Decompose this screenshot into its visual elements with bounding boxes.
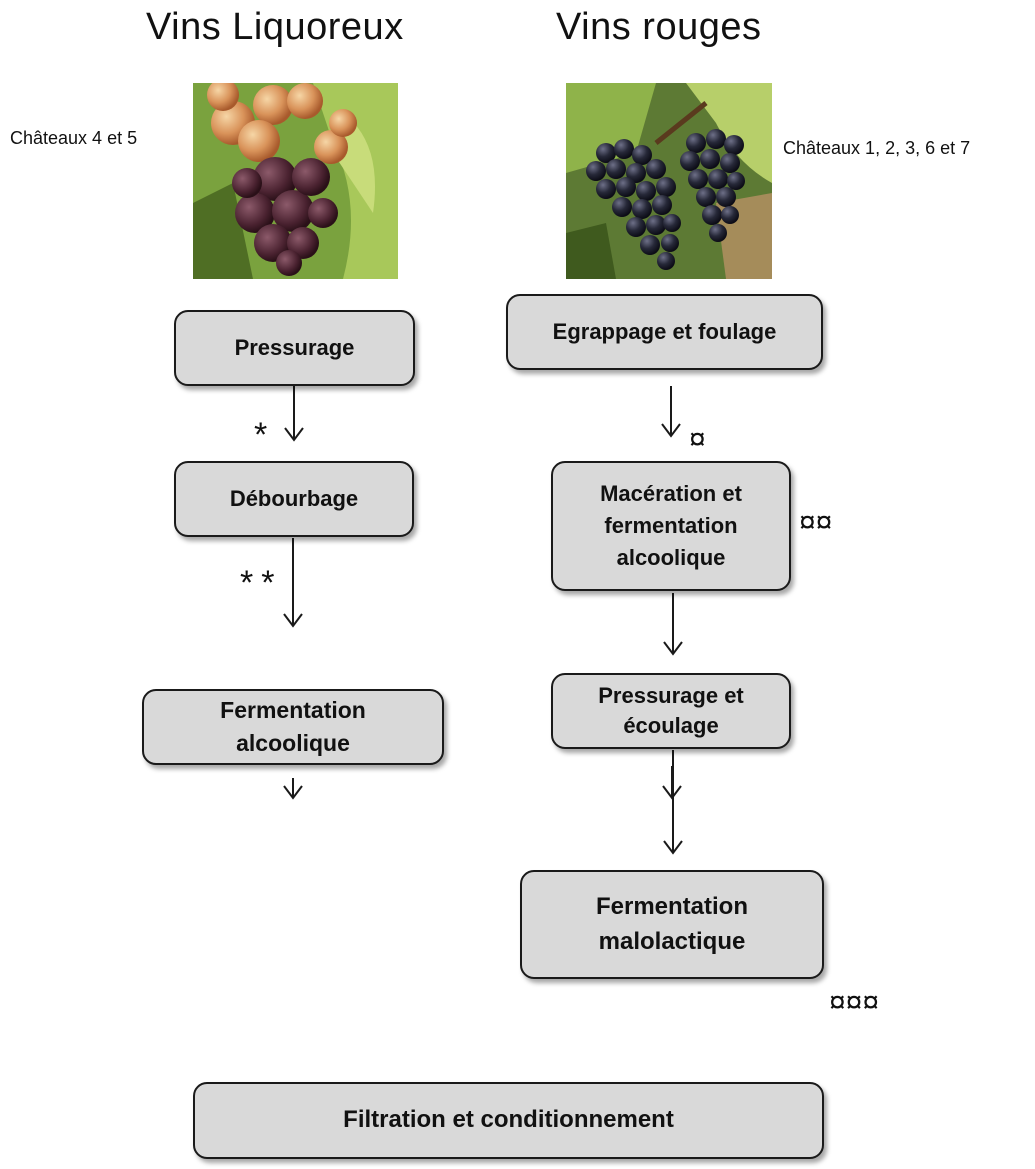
botrytised-grapes-photo — [193, 83, 398, 279]
pressurage-ecoulage-line-2: écoulage — [623, 713, 719, 738]
marker-double-currency: ¤¤ — [799, 506, 833, 539]
arrow-pressurage-to-malolactique — [663, 750, 683, 855]
chateaux-rouges-note: Châteaux 1, 2, 3, 6 et 7 — [783, 138, 971, 158]
step-egrappage-foulage: Egrappage et foulage — [506, 294, 823, 370]
arrow-pressurage-to-debourbage — [284, 386, 304, 442]
heading-vins-rouges: Vins rouges — [556, 6, 762, 48]
marker-single-asterisk: * — [254, 416, 276, 454]
step-debourbage: Débourbage — [174, 461, 414, 537]
arrow-malolactique-to-filtration — [662, 766, 682, 800]
step-pressurage-ecoulage: Pressurage et écoulage — [551, 673, 791, 749]
pressurage-ecoulage-line-1: Pressurage et — [598, 683, 744, 709]
step-pressurage-label: Pressurage — [234, 335, 355, 361]
marker-single-currency: ¤ — [689, 423, 706, 456]
red-grapes-photo — [566, 83, 772, 279]
filtration-conditionnement-label: Filtration et conditionnement — [343, 1106, 674, 1134]
maceration-line-3: alcoolique — [616, 544, 726, 570]
malolactique-line-1: Fermentation — [595, 892, 748, 920]
maceration-line-2: fermentation — [604, 513, 738, 539]
arrow-maceration-to-pressurage — [663, 593, 683, 656]
malolactique-line-2: malolactique — [598, 927, 746, 955]
marker-triple-currency: ¤¤¤ — [829, 986, 880, 1019]
step-pressurage: Pressurage — [174, 310, 415, 386]
chateaux-liquoreux-note: Châteaux 4 et 5 — [10, 128, 138, 148]
arrow-debourbage-to-fermentation — [283, 538, 303, 628]
arrow-egrappage-to-maceration — [661, 386, 681, 438]
marker-double-asterisk: ** — [240, 564, 283, 602]
maceration-line-1: Macération et — [600, 481, 742, 507]
step-fermentation-malolactique: Fermentation malolactique — [520, 870, 824, 979]
arrow-fermentation-to-filtration — [283, 778, 303, 800]
step-maceration-fermentation: Macération et fermentation alcoolique — [551, 461, 791, 591]
step-fermentation-alcoolique-liquoreux: Fermentation alcoolique — [142, 689, 444, 765]
step-filtration-conditionnement: Filtration et conditionnement — [193, 1082, 824, 1159]
step-egrappage-foulage-label: Egrappage et foulage — [552, 319, 777, 345]
step-debourbage-label: Débourbage — [229, 486, 359, 512]
heading-vins-liquoreux: Vins Liquoreux — [146, 6, 404, 48]
step-fermentation-alcoolique-label: Fermentation alcoolique — [220, 696, 366, 756]
